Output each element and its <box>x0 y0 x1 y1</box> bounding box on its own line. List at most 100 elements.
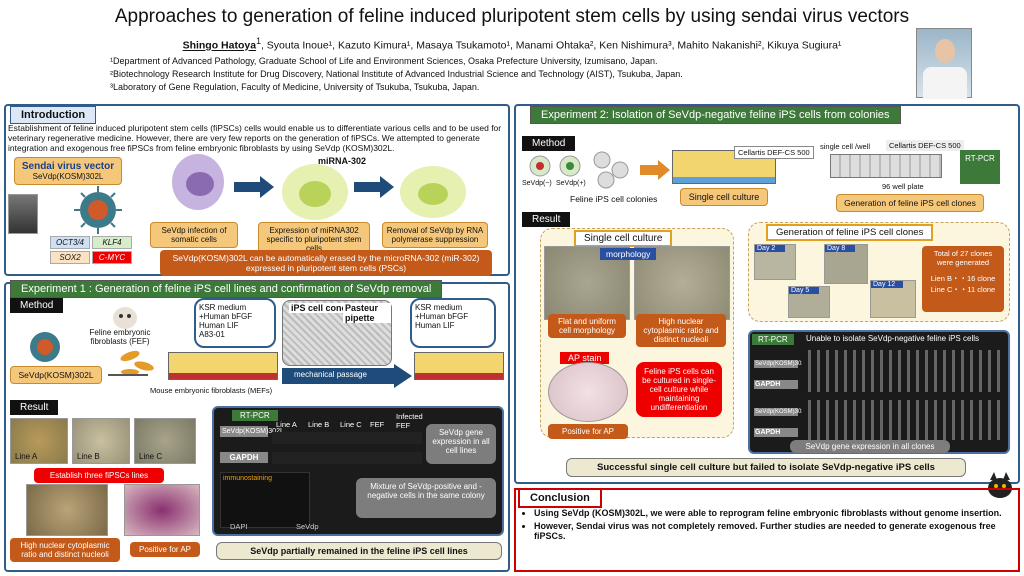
line-c-image: Line C <box>134 418 196 464</box>
ap-plate-image <box>548 362 628 422</box>
line-b-image: Line B <box>72 418 130 464</box>
gel2-row2: GAPDH <box>754 380 798 389</box>
step3-box: Removal of SeVdp by RNA polymerase suppr… <box>382 222 488 248</box>
day5-label: Day 5 <box>789 287 819 294</box>
mefs-label: Mouse embryonic fibroblasts (MEFs) <box>150 386 273 395</box>
gel-band-gapdh <box>272 452 422 464</box>
sc-title: Single cell culture <box>574 230 673 247</box>
flat-box: Flat and uniform cell morphology <box>548 314 626 338</box>
rtpcr-step: RT-PCR <box>960 150 1000 184</box>
line-a-image: Line A <box>10 418 68 464</box>
exp1-method-label: Method <box>10 298 64 313</box>
vector-subtitle: SeVdp(KOSM)302L <box>32 172 104 181</box>
author-photo <box>916 28 972 99</box>
morph-image-2 <box>634 246 730 320</box>
gel2-row3: SeVdp(KOSM)302L <box>754 408 809 416</box>
dish-2 <box>414 352 504 380</box>
col-fef: FEF <box>370 420 385 429</box>
day8-label: Day 8 <box>825 245 855 252</box>
gel2-top <box>802 350 1002 392</box>
ap-image <box>124 484 200 536</box>
gene-oct34: OCT3/4 <box>50 236 90 249</box>
mirna-cell-image <box>282 164 348 220</box>
exp2-rtpcr-label: RT-PCR <box>752 334 794 345</box>
gene-cmyc: C-MYC <box>92 251 132 264</box>
mixture-box: Mixture of SeVdp-positive and -negative … <box>356 478 496 518</box>
medium1-box: KSR medium +Human bFGF Human LIF A83-01 <box>194 298 276 348</box>
intro-summary: SeVdp(KOSM)302L can be automatically era… <box>160 250 492 276</box>
experiment1-header: Experiment 1 : Generation of feline iPS … <box>10 280 443 298</box>
exp1-vector-box: SeVdp(KOSM)302L <box>10 366 102 384</box>
dapi-label: DAPI <box>230 522 248 531</box>
removal-cell-image <box>400 166 466 218</box>
immuno-image: immunostaining <box>220 472 310 528</box>
cellartis-label-1: Cellartis DEF-CS 500 <box>734 146 814 159</box>
gen-title: Generation of feline iPS cell clones <box>766 224 934 241</box>
other-authors: , Syouta Inoue¹, Kazuto Kimura¹, Masaya … <box>260 39 842 52</box>
affiliation-1: ¹Department of Advanced Pathology, Gradu… <box>110 56 658 66</box>
clones-linec: Line C・・11 clone <box>930 285 996 294</box>
col-line-c: Line C <box>340 420 362 429</box>
exp1-result-label: Result <box>10 400 59 415</box>
ap-box: Positive for AP <box>130 542 200 557</box>
arrow-icon <box>234 176 274 198</box>
high-box: High nuclear cytoplasmic ratio and disti… <box>636 314 726 347</box>
96-well-plate <box>830 154 942 178</box>
arrow-icon <box>354 176 394 198</box>
sevdp-label: SeVdp <box>296 522 319 531</box>
day5-image: Day 5 <box>788 286 830 318</box>
gel-band-sevdp <box>272 432 422 444</box>
day2-label: Day 2 <box>755 245 785 252</box>
ap-positive-box: Positive for AP <box>548 424 628 439</box>
step1-box: SeVdp infection of somatic cells <box>150 222 238 248</box>
conclusion-item-2: However, Sendai virus was not completely… <box>534 521 1016 541</box>
establish-box: Establish three fiPSCs lines <box>34 468 164 483</box>
introduction-header: Introduction <box>10 106 97 124</box>
col-line-a: Line A <box>276 420 297 429</box>
line-c-label: Line C <box>139 452 163 461</box>
mirna-label: miRNA-302 <box>318 156 367 166</box>
day8-image: Day 8 <box>824 244 868 284</box>
dish-1 <box>168 352 278 380</box>
generation-box: Generation of feline iPS cell clones <box>836 194 984 212</box>
exp2-method-label: Method <box>522 136 576 151</box>
single-cell-box: Single cell culture <box>680 188 768 206</box>
line-b-label: Line B <box>77 452 100 461</box>
intro-text: Establishment of feline induced pluripot… <box>8 123 502 154</box>
colony-label: iPS cell conoly <box>289 303 357 313</box>
maintain-box: Feline iPS cells can be cultured in sing… <box>636 362 722 417</box>
conclusion-item-1: Using SeVdp (KOSM)302L, we were able to … <box>534 508 1016 518</box>
expr-box: SeVdp gene expression in all clones <box>790 440 950 453</box>
exp2-result-label: Result <box>522 212 571 227</box>
gene-note-box: SeVdp gene expression in all cell lines <box>426 424 496 464</box>
experiment2-header: Experiment 2: Isolation of SeVdp-negativ… <box>530 106 901 124</box>
col-line-b: Line B <box>308 420 330 429</box>
conclusion-list: Using SeVdp (KOSM)302L, we were able to … <box>522 508 1016 544</box>
lead-author-sup: 1 <box>256 36 261 46</box>
arrow-icon <box>640 160 670 180</box>
infection-cell-image <box>172 154 224 210</box>
lead-author: Shingo Hatoya <box>182 39 257 52</box>
exp1-conclusion: SeVdp partially remained in the feline i… <box>216 542 502 560</box>
gel2-bottom <box>802 400 1002 440</box>
conclusion-header: Conclusion <box>518 488 602 508</box>
plate-label: 96 well plate <box>882 182 924 191</box>
immuno-label: immunostaining <box>223 475 273 482</box>
gel-row-gapdh: GAPDH <box>220 452 268 463</box>
day2-image: Day 2 <box>754 244 796 280</box>
rtpcr-label: RT-PCR <box>232 410 278 421</box>
unable-label: Unable to isolate SeVdp-negative feline … <box>806 334 979 343</box>
sevdp-pos-label: SeVdp(+) <box>556 180 586 187</box>
day12-label: Day 12 <box>871 281 903 288</box>
vector-title: Sendai virus vector <box>21 161 115 172</box>
col-infected-fef: Infected FEF <box>396 412 423 430</box>
line-a-label: Line A <box>15 452 38 461</box>
colony-cells-icon <box>529 151 629 189</box>
exp2-summary: Successful single cell culture but faile… <box>566 458 966 477</box>
affiliation-2: ²Biotechnology Research Institute for Dr… <box>110 69 683 79</box>
single-well-label: single cell /well <box>820 142 871 151</box>
fibroblast-icon <box>120 350 154 375</box>
